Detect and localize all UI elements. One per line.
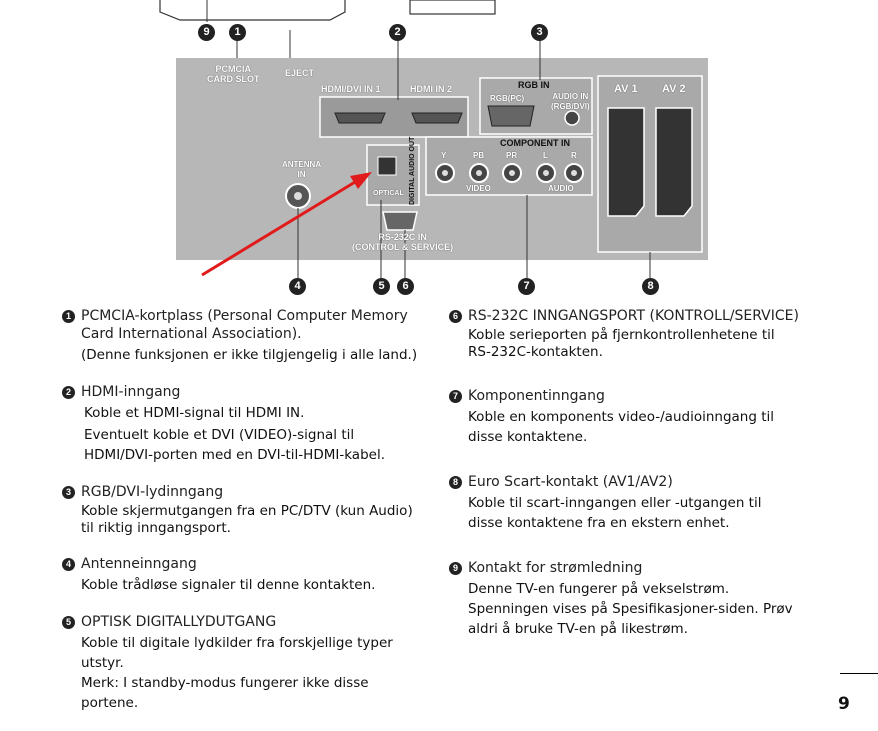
callout-6: 6 — [397, 278, 414, 295]
bullet-number: 8 — [449, 476, 462, 489]
rear-panel-drawing — [159, 0, 708, 278]
item-pcmcia: 1 PCMCIA-kortplass (Personal Computer Me… — [62, 307, 422, 365]
page-number-rule — [840, 673, 878, 674]
item-component: 7 Komponentinngang Koble en komponents v… — [449, 387, 799, 447]
item-title: OPTISK DIGITALLYDUTGANG — [81, 614, 277, 630]
rear-panel-diagram: 9 1 2 3 4 5 6 7 8 PCMCIA CARD SLOT EJECT… — [0, 0, 878, 300]
item-text: Koble en komponents video-/audioinngang … — [468, 409, 774, 445]
item-title: Komponentinngang — [468, 388, 605, 404]
callout-8: 8 — [642, 278, 659, 295]
l-label: L — [543, 151, 548, 160]
red-arrow-head — [350, 172, 372, 189]
item-hdmi: 2 HDMI-inngang Koble et HDMI-signal til … — [62, 383, 422, 465]
item-title: PCMCIA-kortplass (Personal Computer Memo… — [81, 308, 408, 342]
bullet-number: 9 — [449, 562, 462, 575]
r-label: R — [571, 151, 577, 160]
callout-5: 5 — [373, 278, 390, 295]
item-text: Merk: I standby-modus fungerer ikke diss… — [81, 675, 369, 711]
page-number: 9 — [838, 694, 850, 714]
pb-label: PB — [473, 151, 485, 160]
item-text: Koble et HDMI-signal til HDMI IN. — [84, 405, 305, 421]
item-rgb-dvi: 3 RGB/DVI-lydinngang Koble skjermutgange… — [62, 483, 422, 537]
item-title: RGB/DVI-lydinngang — [81, 484, 224, 500]
item-antenna: 4 Antenneinngang Koble trådløse signaler… — [62, 555, 422, 595]
rgb-pc-label: RGB(PC) — [490, 94, 525, 103]
item-power: 9 Kontakt for strømledning Denne TV-en f… — [449, 559, 799, 639]
item-text: Koble trådløse signaler til denne kontak… — [81, 577, 376, 593]
antenna-label: ANTENNA IN — [282, 160, 322, 179]
audio-in-label: AUDIO IN (RGB/DVI) — [551, 92, 590, 111]
bullet-number: 7 — [449, 390, 462, 403]
item-text: Koble til digitale lydkilder fra forskje… — [81, 635, 393, 671]
item-scart: 8 Euro Scart-kontakt (AV1/AV2) Koble til… — [449, 473, 799, 533]
callout-7: 7 — [518, 278, 535, 295]
bullet-number: 4 — [62, 558, 75, 571]
rgb-in-label: RGB IN — [518, 80, 550, 90]
bullet-number: 1 — [62, 310, 75, 323]
item-title: Kontakt for strømledning — [468, 560, 643, 576]
callout-1: 1 — [229, 24, 246, 41]
bullet-number: 2 — [62, 386, 75, 399]
item-title: Antenneinngang — [81, 556, 197, 572]
av1-label: AV 1 — [614, 83, 638, 95]
eject-label: EJECT — [285, 68, 315, 78]
item-text: Koble til scart-inngangen eller -utgange… — [468, 495, 762, 531]
pcmcia-label: PCMCIA CARD SLOT — [207, 64, 260, 84]
item-title: HDMI-inngang — [81, 384, 181, 400]
pr-label: PR — [506, 151, 518, 160]
item-text: Eventuelt koble et DVI (VIDEO)-signal ti… — [84, 427, 385, 463]
item-text: Denne TV-en fungerer på vekselstrøm. Spe… — [468, 581, 793, 637]
callout-9: 9 — [198, 24, 215, 41]
item-text: Koble skjermutgangen fra en PC/DTV (kun … — [81, 503, 413, 536]
digital-audio-out-label: DIGITAL AUDIO OUT — [409, 136, 416, 205]
item-text: (Denne funksjonen er ikke tilgjengelig i… — [81, 347, 418, 363]
optical-label: OPTICAL — [373, 190, 404, 197]
y-label: Y — [441, 151, 447, 160]
hdmi1-label: HDMI/DVI IN 1 — [321, 84, 381, 94]
item-title: Euro Scart-kontakt (AV1/AV2) — [468, 474, 673, 490]
component-in-label: COMPONENT IN — [500, 138, 571, 148]
item-optical: 5 OPTISK DIGITALLYDUTGANG Koble til digi… — [62, 613, 422, 713]
audio-label: AUDIO — [548, 184, 574, 193]
left-column: 1 PCMCIA-kortplass (Personal Computer Me… — [62, 307, 422, 731]
item-rs232: 6 RS-232C INNGANGSPORT (KONTROLL/SERVICE… — [449, 307, 799, 361]
bullet-number: 6 — [449, 310, 462, 323]
callout-2: 2 — [389, 24, 406, 41]
rs232-label: RS-232C IN (CONTROL & SERVICE) — [352, 232, 454, 252]
bullet-number: 5 — [62, 616, 75, 629]
callout-3: 3 — [531, 24, 548, 41]
av2-label: AV 2 — [662, 83, 686, 95]
hdmi2-label: HDMI IN 2 — [410, 84, 453, 94]
right-column: 6 RS-232C INNGANGSPORT (KONTROLL/SERVICE… — [449, 307, 799, 657]
bullet-number: 3 — [62, 486, 75, 499]
item-title: RS-232C INNGANGSPORT (KONTROLL/SERVICE) — [468, 308, 799, 324]
item-text: Koble serieporten på fjernkontrollenhete… — [468, 327, 775, 360]
video-label: VIDEO — [466, 184, 491, 193]
callout-4: 4 — [289, 278, 306, 295]
